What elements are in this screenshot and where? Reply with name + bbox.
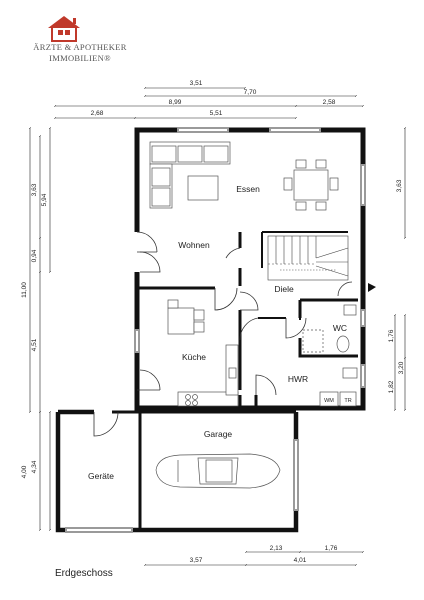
dim-left-6: 4,00 (21, 465, 28, 478)
tr-label: TR (344, 398, 351, 404)
dim-left-4: 11,00 (21, 282, 28, 298)
dimension-lines-bottom (145, 552, 363, 565)
dim-bottom-1: 2,13 (270, 545, 283, 552)
dim-left-7: 4,34 (31, 460, 38, 473)
dim-left-2: 5,94 (41, 193, 48, 206)
hwr-appliances (319, 367, 358, 407)
car-icon (155, 453, 281, 489)
dim-bottom-3: 3,57 (190, 557, 203, 564)
dim-left-5: 4,51 (31, 338, 38, 351)
dim-right-2: 1,76 (388, 329, 395, 342)
dim-right-4: 1,82 (388, 380, 395, 393)
dimension-lines-top (55, 88, 363, 118)
doors (93, 231, 353, 437)
logo-text-line1: ÄRZTE & APOTHEKER (33, 42, 127, 52)
staircase (267, 235, 349, 281)
dimension-lines-right (395, 128, 405, 410)
dim-bottom-4: 4,01 (294, 557, 307, 564)
entrance-arrow-icon (368, 283, 376, 292)
room-label-wohnen: Wohnen (178, 240, 210, 250)
room-label-geraete: Geräte (88, 471, 114, 481)
dim-left-1: 3,63 (31, 183, 38, 196)
dim-top-1: 3,51 (190, 80, 203, 87)
dim-top-3: 8,99 (169, 99, 182, 106)
dim-left-3: 0,94 (31, 249, 38, 262)
room-label-wc: WC (333, 323, 347, 333)
logo-text-line2: IMMOBILIEN® (49, 53, 111, 63)
house-icon (48, 16, 80, 42)
wm-label: WM (324, 398, 334, 404)
kitchen-furniture (167, 299, 239, 407)
dining-table (283, 159, 339, 211)
living-furniture (149, 141, 231, 209)
dimension-lines-left (30, 128, 50, 530)
room-label-garage: Garage (204, 429, 233, 439)
room-label-diele: Diele (274, 284, 294, 294)
dim-right-3: 3,20 (398, 361, 405, 374)
dim-top-5: 2,68 (91, 110, 104, 117)
floor-title: Erdgeschoss (55, 568, 113, 579)
dim-right-1: 3,63 (396, 179, 403, 192)
windows (65, 127, 366, 533)
dim-top-6: 5,51 (210, 110, 223, 117)
room-label-essen: Essen (236, 184, 260, 194)
room-label-hwr: HWR (288, 374, 308, 384)
dim-bottom-2: 1,76 (325, 545, 338, 552)
wc-fixtures (302, 304, 357, 353)
dim-top-2: 7,70 (244, 89, 257, 96)
room-label-kueche: Küche (182, 352, 206, 362)
dim-top-4: 2,58 (323, 99, 336, 106)
